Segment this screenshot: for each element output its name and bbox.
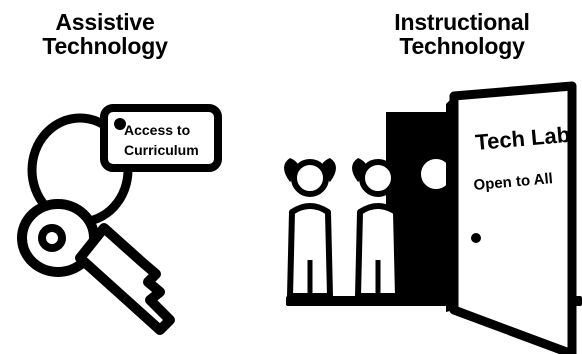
tag-text-line2: Curriculum	[124, 142, 199, 158]
access-tag	[100, 104, 222, 172]
assistive-heading-line2: Technology	[42, 33, 168, 59]
assistive-technology-panel: Assistive Technology Access to Curriculu…	[0, 0, 250, 354]
instructional-heading-line2: Technology	[399, 33, 525, 59]
assistive-technology-heading: Assistive Technology	[25, 10, 185, 58]
key-bow-hole	[38, 224, 66, 252]
instructional-technology-heading: Instructional Technology	[372, 10, 552, 58]
open-door-icon: Tech Lab Open to All	[284, 81, 582, 354]
child-left	[284, 158, 336, 299]
instructional-technology-panel: Instructional Technology	[250, 0, 582, 354]
door-edge	[446, 96, 454, 312]
tag-text-line1: Access to	[124, 122, 190, 138]
door-sign-line2: Open to All	[473, 170, 554, 194]
doorknob	[471, 233, 481, 243]
key-icon: Access to Curriculum	[17, 104, 222, 335]
assistive-heading-line1: Assistive	[55, 9, 155, 35]
tag-hole	[114, 118, 126, 130]
instructional-heading-line1: Instructional	[394, 9, 530, 35]
child-middle	[352, 158, 404, 299]
